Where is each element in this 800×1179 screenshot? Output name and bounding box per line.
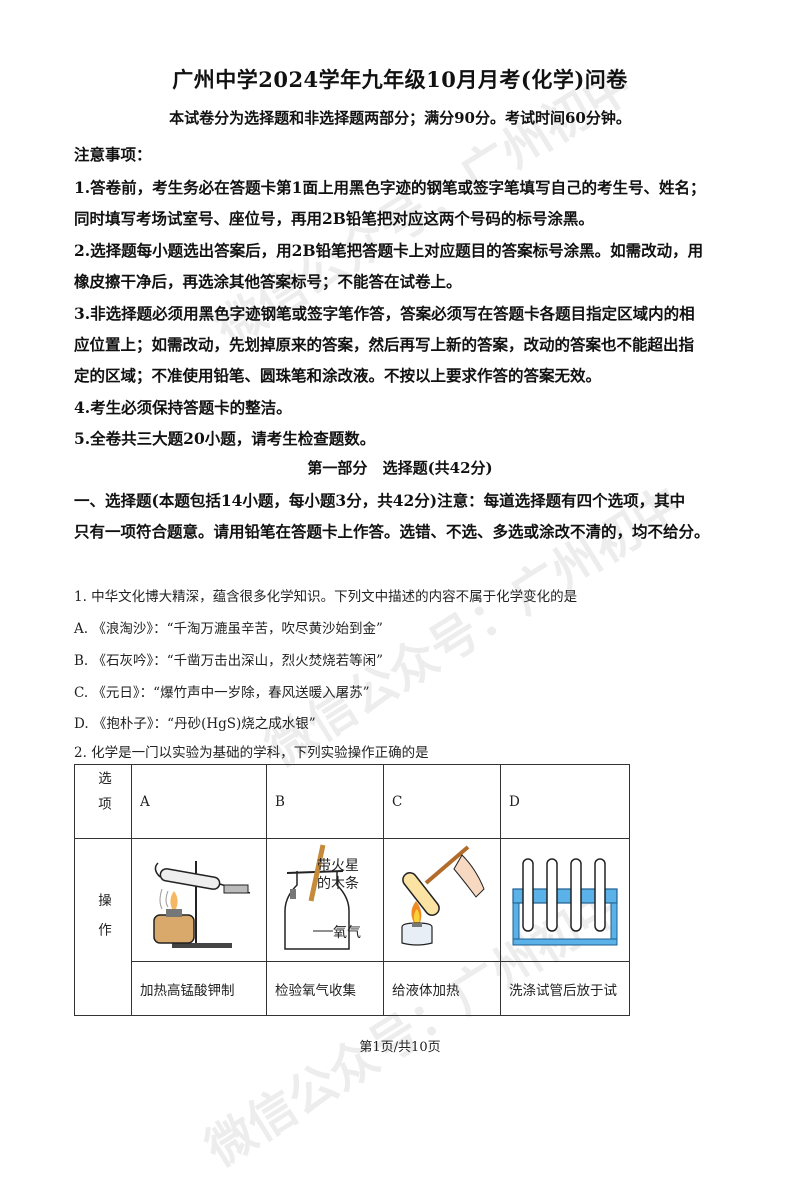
notice-line: 3.非选择题必须用黑色字迹钢笔或签字笔作答，答案必须写在答题卡各题目指定区域内的… [74,304,695,323]
column-a-header: A [131,764,267,839]
question-1-stem: 1. 中华文化博大精深，蕴含很多化学知识。下列文中描述的内容不属于化学变化的是 [74,589,578,605]
image-cell-d [500,838,630,962]
b-label-line2: 的木条 [317,876,359,892]
experiment-table: 选项 A B C D 操作 [74,764,630,1016]
notice-line: 定的区域；不准使用铅笔、圆珠笔和涂改液。不按以上要求作答的答案无效。 [74,366,602,385]
question-2-stem: 2. 化学是一门以实验为基础的学科，下列实验操作正确的是 [74,745,429,761]
question-1-option-d: D. 《抱朴子》：“丹砂(HgS)烧之成水银” [74,716,316,732]
caption-b: 检验氧气收集 [266,961,384,1016]
notice-line: 5.全卷共三大题20小题，请考生检查题数。 [74,429,376,448]
header-label-cell: 选项 [74,764,132,839]
image-cell-a [131,838,267,962]
liquid-heating-illustration [401,845,485,946]
notice-line: 1.答卷前，考生务必在答题卡第1面上用黑色字迹的钢笔或签字笔填写自己的考生号、姓… [74,178,706,197]
row-label: 操作 [95,892,111,952]
question-1-option-a: A. 《浪淘沙》：“千淘万漉虽辛苦，吹尽黄沙始到金” [74,621,383,637]
column-b-header: B [266,764,384,839]
caption-d: 洗涤试管后放于试 [500,961,630,1016]
notice-line: 2.选择题每小题选出答案后，用2B铅笔把答题卡上对应题目的答案标号涂黑。如需改动… [74,241,704,260]
notice-line: 4.考生必须保持答题卡的整洁。 [74,398,292,417]
notice-title: 注意事项： [74,145,152,164]
gas-bottle-illustration [284,844,350,950]
image-cell-b: 带火星 的木条 氧气 [266,838,384,962]
page-footer: 第1页/共10页 [359,1040,441,1055]
b-label-oxygen: 氧气 [333,925,361,941]
section-intro-line: 一、选择题(本题包括14小题，每小题3分，共42分)注意：每道选择题有四个选项，… [74,491,686,510]
image-cell-c [383,838,501,962]
column-c-header: C [383,764,501,839]
row-label-cell: 操作 [74,838,132,1016]
notice-line: 同时填写考场试室号、座位号，再用2B铅笔把对应这两个号码的标号涂黑。 [74,209,594,228]
exam-subtitle: 本试卷分为选择题和非选择题两部分；满分90分。考试时间60分钟。 [169,109,631,127]
page-title: 广州中学2024学年九年级10月月考(化学)问卷 [172,67,628,92]
notice-line: 应位置上；如需改动，先划掉原来的答案，然后再写上新的答案，改动的答案也不能超出指 [74,335,695,354]
caption-c: 给液体加热 [383,961,501,1016]
section-heading: 第一部分 选择题(共42分) [307,459,493,477]
b-label-line1: 带火星 [317,858,359,874]
section-intro-line: 只有一项符合题意。请用铅笔在答题卡上作答。选错、不选、多选或涂改不清的，均不给分… [74,522,710,541]
heating-apparatus-illustration [153,861,251,948]
question-1-option-c: C. 《元日》：“爆竹声中一岁除，春风送暖入屠苏” [74,685,370,701]
caption-a: 加热高锰酸钾制 [131,961,267,1016]
question-1-option-b: B. 《石灰吟》：“千凿万击出深山，烈火焚烧若等闲” [74,653,384,669]
exam-page: 微信公众号：广州初中 微信公众号：广州初中 微信公众号：广州初中 广州中学202… [74,56,710,1178]
notice-line: 橡皮擦干净后，再选涂其他答案标号；不能答在试卷上。 [74,272,462,291]
header-label: 选项 [95,771,111,822]
test-tube-rack-illustration [512,858,618,946]
column-d-header: D [500,764,630,839]
